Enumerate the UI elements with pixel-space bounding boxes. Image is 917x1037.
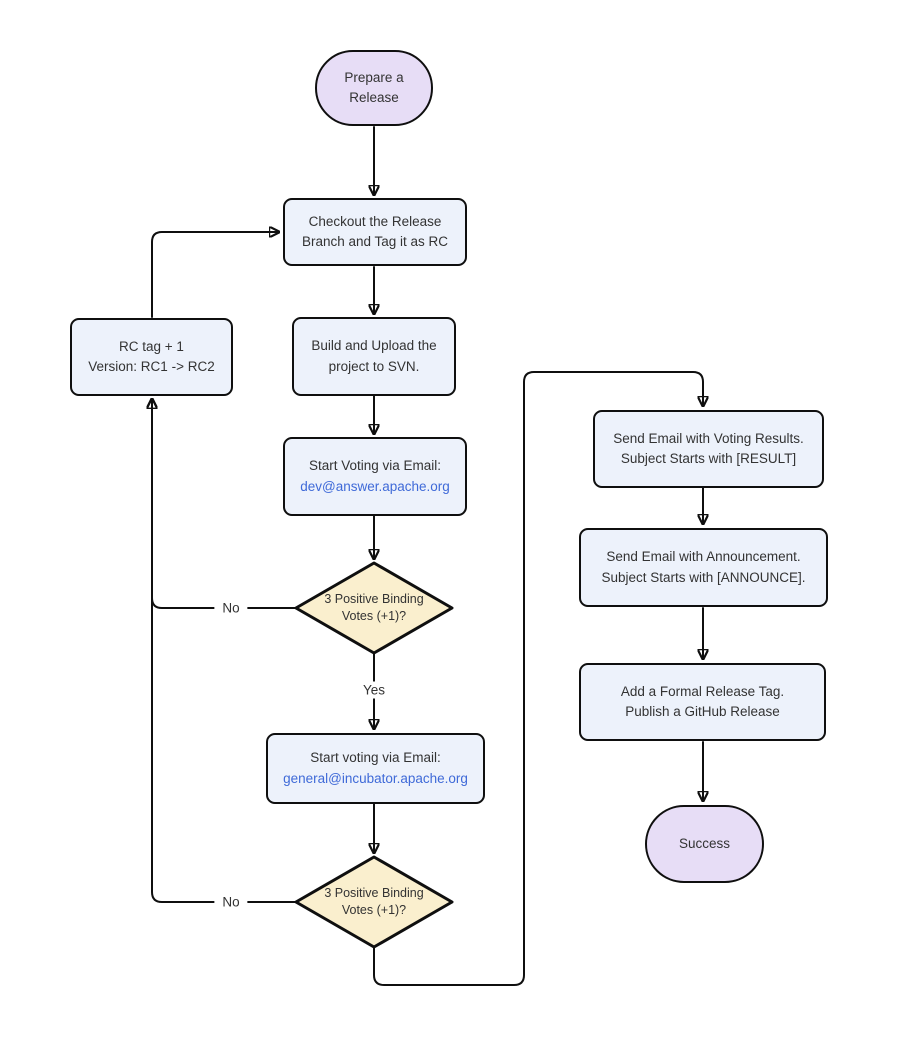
results-line1: Send Email with Voting Results. bbox=[613, 430, 804, 446]
decision-dev-label: 3 Positive Binding Votes (+1)? bbox=[324, 591, 424, 624]
node-vote-general-list: Start voting via Email: general@incubato… bbox=[266, 733, 485, 804]
decision-dev-binding-votes: 3 Positive Binding Votes (+1)? bbox=[293, 560, 455, 656]
node-success-label: Success bbox=[678, 835, 731, 851]
github-line1: Add a Formal Release Tag. bbox=[620, 683, 785, 699]
node-build-upload-svn: Build and Upload the project to SVN. bbox=[292, 317, 456, 396]
node-build-label: Build and Upload the project to SVN. bbox=[311, 338, 437, 374]
edge-decision2-no-to-rc-bump bbox=[152, 399, 297, 903]
node-start: Prepare a Release bbox=[315, 50, 433, 126]
github-line2: Publish a GitHub Release bbox=[625, 704, 780, 719]
edge-label-yes: Yes bbox=[354, 681, 394, 699]
node-send-announcement: Send Email with Announcement. Subject St… bbox=[579, 528, 828, 607]
node-checkout-release-branch: Checkout the Release Branch and Tag it a… bbox=[283, 198, 467, 266]
dev-mailing-list-link[interactable]: dev@answer.apache.org bbox=[300, 478, 450, 494]
node-vote-general-label: Start voting via Email: bbox=[310, 750, 441, 766]
diamond-icon bbox=[294, 561, 454, 655]
node-success: Success bbox=[645, 805, 764, 883]
node-checkout-label: Checkout the Release Branch and Tag it a… bbox=[301, 213, 449, 249]
rc-bump-line1: RC tag + 1 bbox=[119, 338, 184, 354]
edge-decision1-no-to-rc-bump bbox=[152, 399, 297, 609]
general-mailing-list-link[interactable]: general@incubator.apache.org bbox=[283, 770, 468, 786]
edge-label-no-second: No bbox=[214, 893, 248, 911]
rc-bump-line2: Version: RC1 -> RC2 bbox=[88, 359, 215, 374]
announce-line1: Send Email with Announcement. bbox=[606, 549, 801, 565]
node-start-label: Prepare a Release bbox=[344, 69, 404, 105]
announce-line2: Subject Starts with [ANNOUNCE]. bbox=[601, 569, 806, 585]
node-rc-tag-bump: RC tag + 1 Version: RC1 -> RC2 bbox=[70, 318, 233, 396]
node-formal-release-tag: Add a Formal Release Tag. Publish a GitH… bbox=[579, 663, 826, 741]
decision-general-binding-votes: 3 Positive Binding Votes (+1)? bbox=[293, 854, 455, 950]
node-vote-dev-list: Start Voting via Email: dev@answer.apach… bbox=[283, 437, 467, 516]
edge-rc-bump-to-checkout bbox=[151, 232, 279, 318]
diamond-icon bbox=[294, 855, 454, 949]
node-send-voting-results: Send Email with Voting Results. Subject … bbox=[593, 410, 824, 488]
edge-label-no-first: No bbox=[214, 599, 248, 617]
results-line2: Subject Starts with [RESULT] bbox=[620, 451, 797, 466]
decision-general-label: 3 Positive Binding Votes (+1)? bbox=[324, 885, 424, 918]
node-vote-dev-label: Start Voting via Email: bbox=[308, 458, 442, 474]
edge-decision2-yes-to-results bbox=[373, 371, 703, 986]
